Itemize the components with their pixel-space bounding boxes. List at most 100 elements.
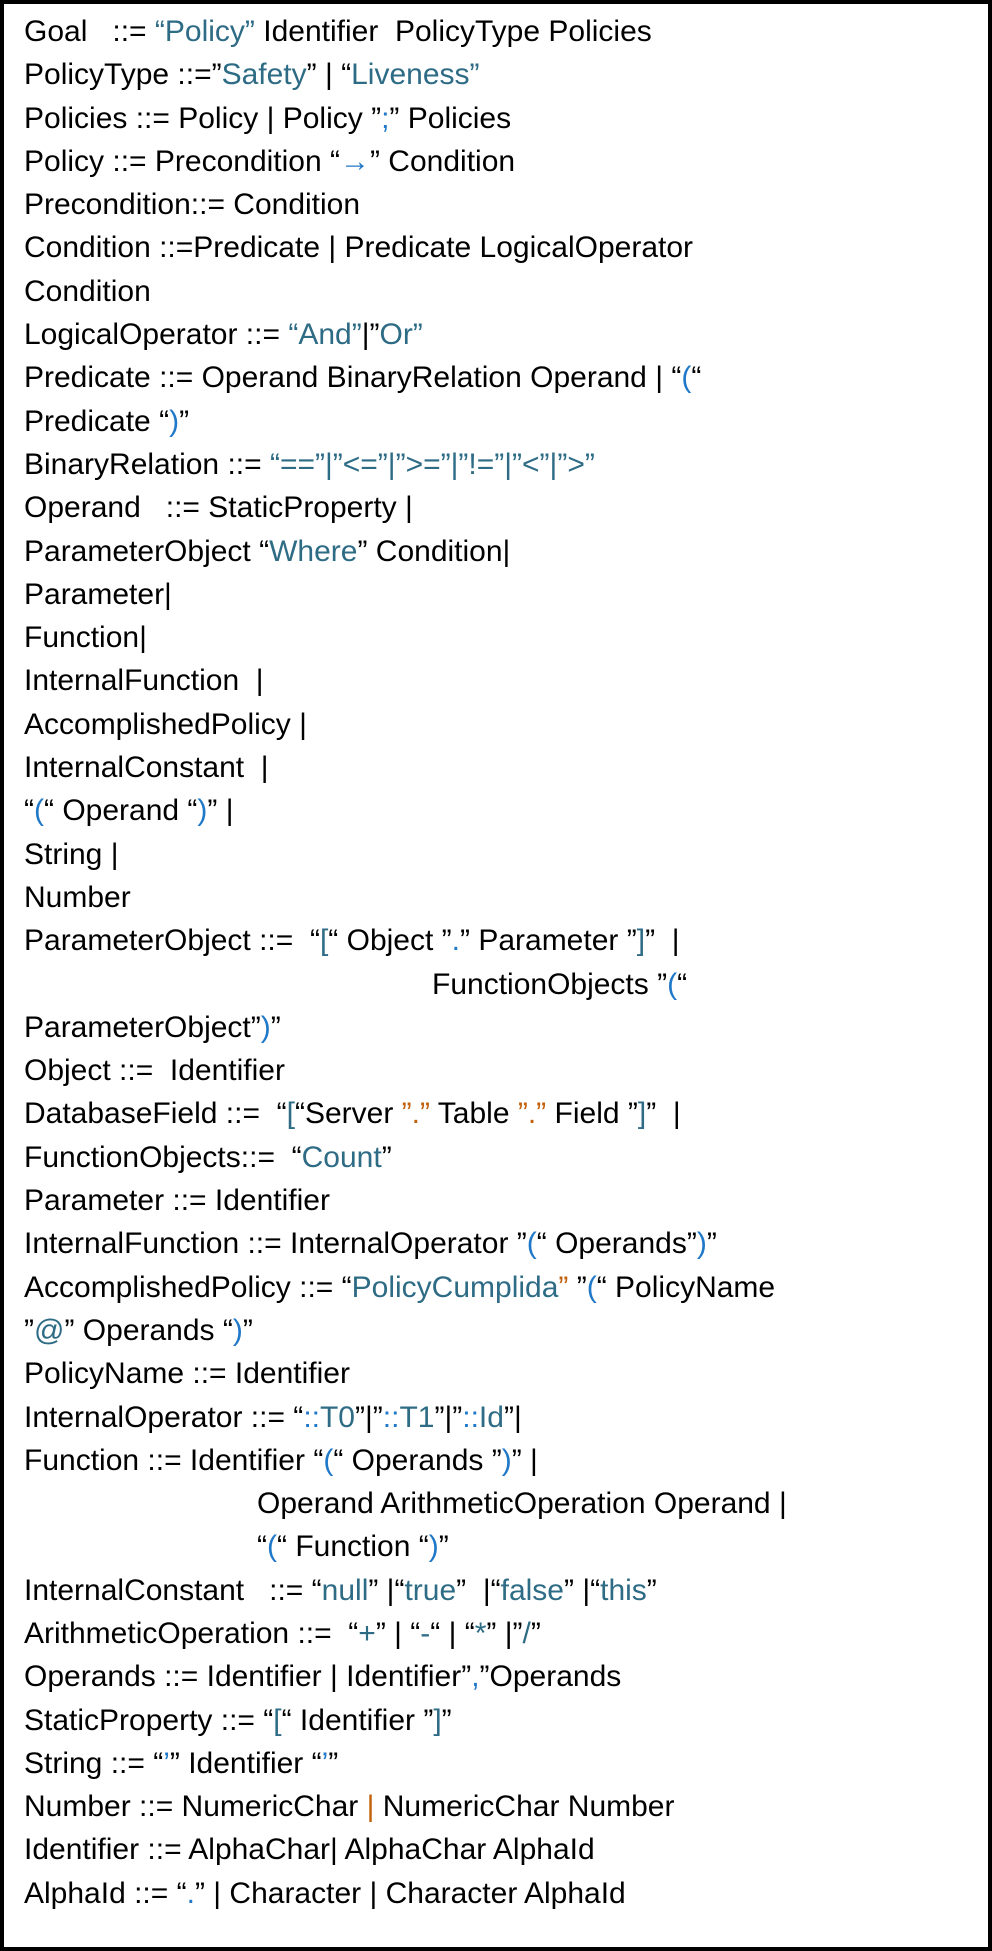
grammar-segment: AccomplishedPolicy | (24, 707, 307, 741)
grammar-segment: AlphaId ::= “ (24, 1876, 187, 1910)
grammar-segment: ” | (207, 794, 234, 828)
grammar-segment: ” | “ (375, 1616, 421, 1650)
grammar-segment: ( (323, 1443, 334, 1477)
grammar-line: Number ::= NumericChar | NumericChar Num… (24, 1785, 980, 1828)
grammar-segment: FunctionObjects ” (432, 967, 668, 1001)
grammar-segment: Liveness” (351, 58, 480, 92)
grammar-segment: String | (24, 837, 119, 871)
grammar-segment: Predicate ::= Operand BinaryRelation Ope… (24, 361, 682, 395)
grammar-segment: :: (303, 1400, 320, 1434)
grammar-segment: Safety (221, 58, 307, 92)
grammar-segment: LogicalOperator ::= (24, 318, 289, 352)
grammar-segment: ] (637, 1097, 647, 1131)
grammar-segment: ” Identifier “ (169, 1746, 322, 1780)
grammar-segment: ( (34, 794, 44, 828)
grammar-segment: Count (301, 1140, 382, 1174)
grammar-segment: ” (381, 1140, 392, 1174)
grammar-segment: ” (328, 1746, 339, 1780)
grammar-listing: Goal ::= “Policy” Identifier PolicyType … (24, 10, 980, 1915)
grammar-segment: DatabaseField ::= “ (24, 1097, 287, 1131)
arrow-icon: → (339, 144, 370, 178)
grammar-segment: ) (197, 794, 208, 828)
grammar-segment: Precondition::= Condition (24, 188, 361, 222)
grammar-segment: ” (706, 1227, 717, 1261)
grammar-segment: ArithmeticOperation ::= “ (24, 1616, 359, 1650)
grammar-segment: NumericChar Number (374, 1790, 675, 1824)
grammar-line: “(“ Operand “)” | (24, 789, 980, 832)
grammar-line: ParameterObject ::= “[“ Object ”.” Param… (24, 919, 980, 962)
grammar-segment: “ Operands” (536, 1227, 697, 1261)
grammar-line: AccomplishedPolicy ::= “PolicyCumplida” … (24, 1266, 980, 1309)
grammar-segment: ” Parameter ” (460, 924, 637, 958)
grammar-segment: InternalFunction | (24, 664, 264, 698)
grammar-segment: :: (462, 1400, 479, 1434)
grammar-segment: “ PolicyName (596, 1270, 776, 1304)
grammar-segment: Predicate “ (24, 404, 170, 438)
grammar-segment: InternalFunction ::= InternalOperator ” (24, 1227, 527, 1261)
grammar-line: Parameter| (24, 573, 980, 616)
grammar-segment: ; (381, 101, 390, 135)
grammar-line: PolicyType ::=”Safety” | “Liveness” (24, 53, 980, 96)
grammar-line: LogicalOperator ::= “And”|”Or” (24, 313, 980, 356)
grammar-segment: ” |“ (564, 1573, 601, 1607)
grammar-segment: ) (169, 404, 180, 438)
grammar-segment: Policy ::= Precondition “ (24, 144, 340, 178)
grammar-segment: ” | (646, 1097, 681, 1131)
grammar-segment: Condition ::=Predicate | Predicate Logic… (24, 231, 694, 265)
grammar-line: Operands ::= Identifier | Identifier”,”O… (24, 1655, 980, 1698)
grammar-segment: / (522, 1616, 531, 1650)
grammar-segment: ( (667, 967, 678, 1001)
grammar-segment: Parameter| (24, 577, 172, 611)
grammar-line: InternalFunction ::= InternalOperator ”(… (24, 1222, 980, 1265)
grammar-segment: Number ::= NumericChar (24, 1790, 367, 1824)
grammar-segment: InternalConstant ::= “ (24, 1573, 322, 1607)
grammar-segment: “ (257, 1530, 267, 1564)
grammar-line: InternalOperator ::= “::T0”|”::T1”|”::Id… (24, 1396, 980, 1439)
grammar-segment: ) (260, 1010, 271, 1044)
grammar-line: Function| (24, 616, 980, 659)
grammar-segment: BinaryRelation ::= (24, 447, 270, 481)
grammar-line: String ::= “’” Identifier “’” (24, 1742, 980, 1785)
grammar-segment: “ (677, 967, 688, 1001)
grammar-line: ParameterObject”)” (24, 1006, 980, 1049)
grammar-line: DatabaseField ::= “[“Server ”.” Table ”.… (24, 1092, 980, 1135)
grammar-segment: Condition (24, 274, 151, 308)
grammar-segment: ) (428, 1530, 439, 1564)
grammar-segment: T0 (319, 1400, 355, 1434)
grammar-segment: Policies ::= Policy | Policy ” (24, 101, 382, 135)
grammar-segment: T1 (399, 1400, 435, 1434)
grammar-line: Number (24, 876, 980, 919)
grammar-segment: ” Condition (369, 144, 516, 178)
grammar-segment: ” |“ (368, 1573, 405, 1607)
grammar-segment: PolicyName ::= Identifier (24, 1357, 350, 1391)
grammar-line: BinaryRelation ::= “==”|”<=”|”>=”|”!=”|”… (24, 443, 980, 486)
grammar-segment: [ (286, 1097, 295, 1131)
grammar-segment: . (186, 1876, 195, 1910)
grammar-segment: |” (361, 318, 380, 352)
grammar-segment: “Server (294, 1097, 402, 1131)
grammar-segment: this (600, 1573, 647, 1607)
grammar-segment: Object ::= Identifier (24, 1054, 285, 1088)
grammar-line: InternalFunction | (24, 659, 980, 702)
grammar-segment: , (471, 1660, 480, 1694)
grammar-segment: null (321, 1573, 369, 1607)
grammar-segment: ” Policies (389, 101, 512, 135)
grammar-segment: ” | (645, 924, 680, 958)
grammar-segment: Or” (379, 318, 423, 352)
grammar-segment: Identifier ::= AlphaChar| AlphaChar Alph… (24, 1833, 595, 1867)
grammar-segment: Where (269, 534, 358, 568)
grammar-segment: ” | “ (306, 58, 352, 92)
grammar-segment: ” (441, 1703, 452, 1737)
grammar-line: Identifier ::= AlphaChar| AlphaChar Alph… (24, 1828, 980, 1871)
grammar-segment: Operands ::= Identifier | Identifier” (24, 1660, 472, 1694)
grammar-segment: “ Operand “ (44, 794, 198, 828)
grammar-segment: ”|” (355, 1400, 383, 1434)
grammar-line: Precondition::= Condition (24, 183, 980, 226)
grammar-segment: ” Operands “ (64, 1313, 233, 1347)
grammar-segment: ” (179, 404, 190, 438)
grammar-segment: “ | “ (430, 1616, 475, 1650)
grammar-segment: Id (478, 1400, 504, 1434)
grammar-segment: true (404, 1573, 457, 1607)
grammar-segment: ” (24, 1313, 34, 1347)
